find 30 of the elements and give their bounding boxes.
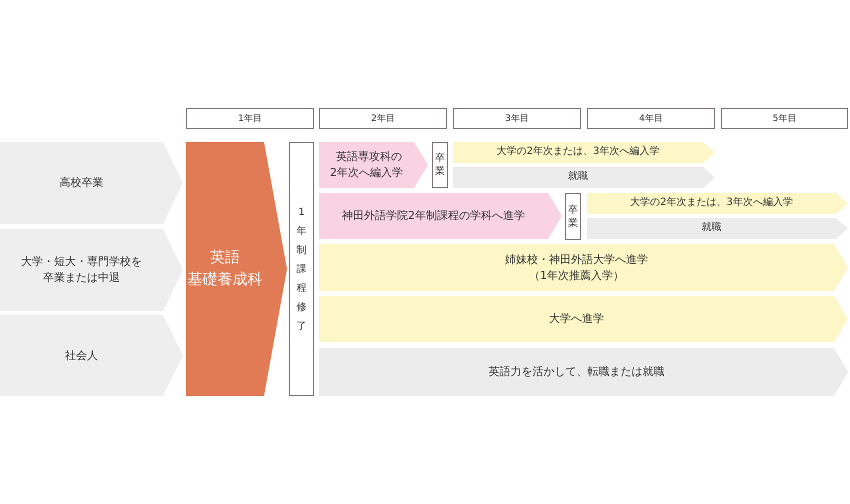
year-header: 1年目 [186, 108, 314, 129]
completion-marker: 1年制課程修了 [289, 142, 314, 396]
path-label: 英語力を活かして、転職または就職 [488, 364, 664, 380]
entry-label: 高校卒業 [60, 175, 104, 191]
path-label: 姉妹校・神田外語大学へ進学 [505, 252, 648, 268]
year-header: 3年目 [453, 108, 581, 129]
path-panel [453, 142, 715, 163]
year-header: 4年目 [587, 108, 715, 129]
year-header: 5年目 [721, 108, 848, 129]
course-panel [319, 193, 562, 239]
year-header: 2年目 [319, 108, 447, 129]
path-panel [319, 244, 848, 291]
path-label: 大学へ進学 [549, 311, 604, 327]
path-label: 大学の2年次または、3年次へ編入学 [496, 145, 660, 160]
graduation-marker: 卒業 [565, 193, 581, 240]
path-label: 就職 [702, 221, 722, 236]
course-label: 神田外語学院2年制課程の学科へ進学 [342, 208, 525, 224]
path-label: 就職 [568, 170, 588, 184]
course-panel [186, 142, 287, 396]
graduation-marker: 卒業 [432, 142, 448, 188]
path-panel [319, 296, 848, 342]
course-label: 英語専攻科の2年次へ編入学 [330, 149, 404, 181]
course-panel [319, 142, 428, 188]
entry-label: 社会人 [65, 348, 98, 364]
course-label: 英語 [210, 247, 240, 268]
path-label: （1年次推薦入学） [529, 268, 624, 284]
course-label: 基礎養成科 [188, 269, 262, 290]
entry-label: 大学・短大・専門学校を卒業または中退 [20, 254, 143, 286]
path-label: 大学の2年次または、3年次へ編入学 [630, 196, 793, 210]
path-panel [587, 193, 848, 214]
